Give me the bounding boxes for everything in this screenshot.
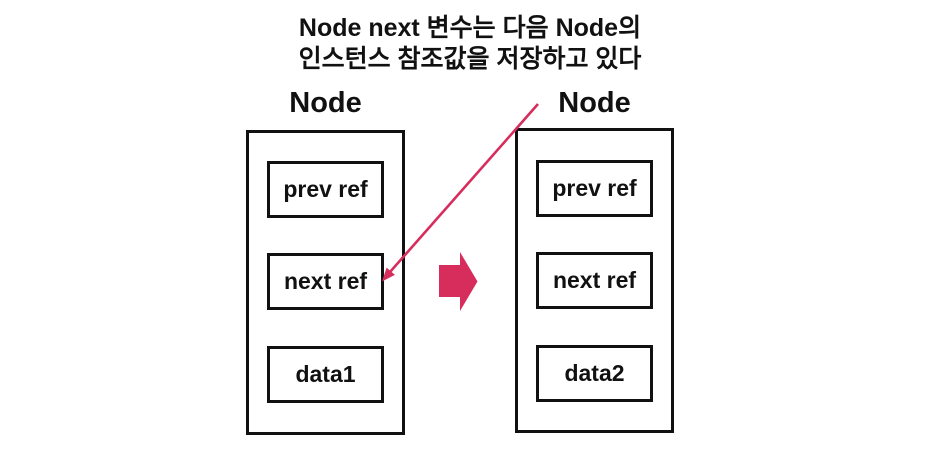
left-node-title: Node: [289, 86, 362, 119]
annotation-line-1: Node next 변수는 다음 Node의: [298, 14, 642, 42]
left-node-field-next-ref: next ref: [267, 253, 384, 310]
left-node-field-prev-ref: prev ref: [267, 161, 384, 218]
right-node-field-data2: data2: [536, 345, 653, 402]
right-node-field-next-ref: next ref: [536, 252, 653, 309]
annotation-line-2: 인스턴스 참조값을 저장하고 있다: [298, 45, 642, 73]
left-node-field-data1: data1: [267, 346, 384, 403]
annotation-text: Node next 변수는 다음 Node의 인스턴스 참조값을 저장하고 있다: [230, 13, 710, 75]
right-block-arrow-icon: [439, 252, 478, 311]
right-node-field-prev-ref: prev ref: [536, 160, 653, 217]
right-node-title: Node: [558, 86, 631, 119]
